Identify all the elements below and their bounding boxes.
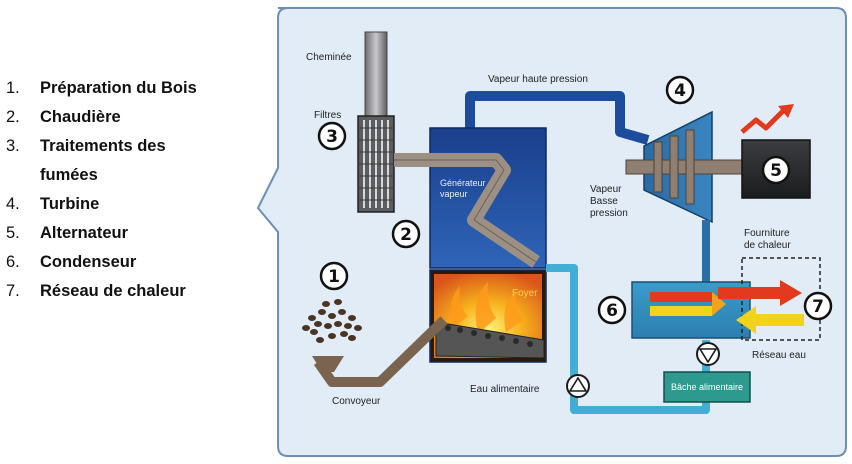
filter-block — [357, 115, 395, 213]
label-fourniture-2: de chaleur — [744, 240, 791, 251]
electricity-arrow-icon — [740, 104, 794, 134]
feedwater-tank — [663, 371, 751, 403]
label-convoyeur: Convoyeur — [332, 396, 381, 407]
svg-text:3: 3 — [326, 127, 338, 147]
feedwater-pipe — [546, 264, 710, 414]
label-reseau-eau: Réseau eau — [752, 350, 806, 361]
legend-item-3-cont: fumées — [40, 166, 98, 184]
legend-item-6: 6.Condenseur — [6, 253, 137, 271]
label-vapeur-bp-2: Basse — [590, 196, 618, 207]
label-generateur-2: vapeur — [440, 189, 468, 199]
legend-list: 1.Préparation du Bois 2.Chaudière 3.Trai… — [6, 74, 246, 306]
turbine — [625, 110, 751, 224]
conveyor-hopper — [312, 356, 344, 372]
hot-water-arrow-icon — [718, 280, 802, 306]
legend-item-1: 1.Préparation du Bois — [6, 79, 197, 97]
chimney — [364, 31, 388, 117]
marker-4: 4 — [665, 75, 695, 105]
marker-5: 5 — [761, 155, 791, 185]
label-eau-alimentaire: Eau alimentaire — [470, 384, 540, 395]
steam-pipe-hp — [465, 91, 650, 145]
label-filtres: Filtres — [314, 110, 341, 121]
svg-text:6: 6 — [606, 301, 618, 321]
label-vapeur-hp: Vapeur haute pression — [488, 74, 588, 85]
marker-7: 7 — [803, 291, 833, 321]
legend-item-2: 2.Chaudière — [6, 108, 121, 126]
condenser — [631, 281, 751, 339]
label-bache: Bâche alimentaire — [671, 382, 743, 392]
legend-item-4: 4.Turbine — [6, 195, 100, 213]
legend-item-5: 5.Alternateur — [6, 224, 129, 242]
svg-text:7: 7 — [812, 297, 824, 317]
marker-6: 6 — [597, 295, 627, 325]
label-foyer: Foyer — [512, 288, 538, 299]
legend-item-7: 7.Réseau de chaleur — [6, 282, 186, 300]
wood-pellets — [302, 299, 362, 343]
condensate-pump-icon — [696, 342, 720, 366]
furnace — [429, 269, 547, 363]
cold-water-arrow-icon — [736, 306, 804, 334]
svg-text:4: 4 — [674, 81, 686, 101]
label-generateur-1: Générateur — [440, 178, 486, 188]
label-vapeur-bp-1: Vapeur — [590, 184, 622, 195]
label-cheminee: Cheminée — [306, 52, 352, 63]
feedwater-pump-icon — [566, 374, 590, 398]
svg-text:2: 2 — [400, 225, 412, 245]
legend-item-3: 3.Traitements des — [6, 137, 166, 155]
marker-2: 2 — [391, 219, 421, 249]
svg-text:5: 5 — [770, 161, 782, 181]
label-fourniture-1: Fourniture — [744, 228, 790, 239]
marker-3: 3 — [317, 121, 347, 151]
marker-1: 1 — [319, 261, 349, 291]
flue-gas-duct-edge — [394, 159, 537, 263]
svg-text:1: 1 — [328, 267, 340, 287]
label-vapeur-bp-3: pression — [590, 208, 628, 219]
